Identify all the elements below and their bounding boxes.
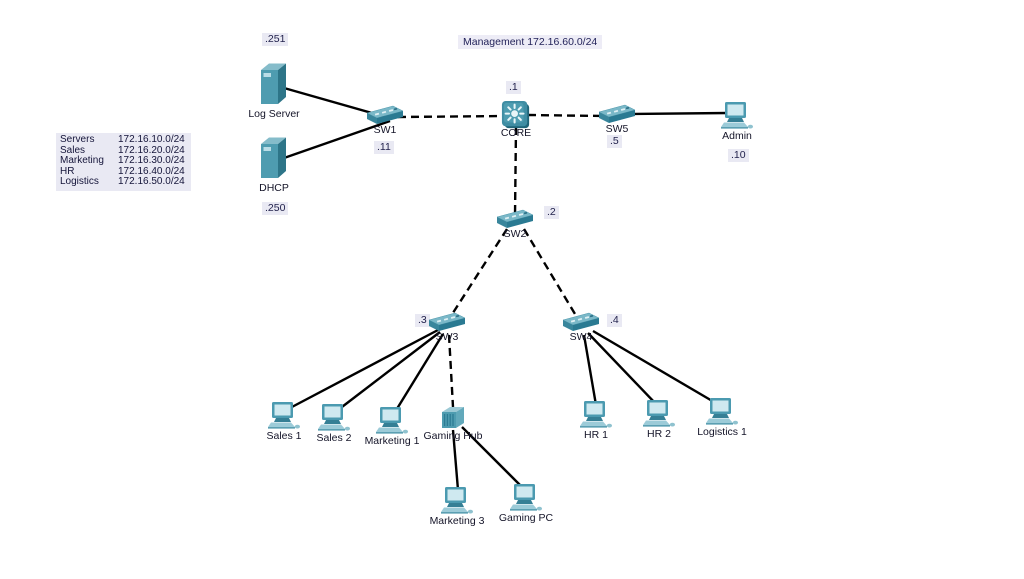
device-label: Logistics 1 (697, 426, 747, 438)
ip-label-sw5: .5 (607, 135, 622, 148)
device-label: HR 1 (584, 429, 608, 441)
link-dhcp-sw1[interactable] (283, 119, 391, 160)
device-label: Marketing 1 (364, 435, 420, 447)
pc-icon (509, 482, 543, 512)
pc-icon (317, 402, 351, 432)
ip-label-admin: .10 (728, 149, 749, 162)
device-label: Admin (722, 130, 752, 142)
device-label: Sales 2 (316, 432, 352, 444)
ip-label-core: .1 (506, 81, 521, 94)
pc-icon (579, 399, 613, 429)
device-label: Log Server (248, 108, 300, 120)
link-sw2-sw3[interactable] (447, 228, 509, 320)
subnet-legend: Servers 172.16.10.0/24 Sales 172.16.20.0… (56, 133, 191, 191)
multilayer-switch-icon (501, 100, 531, 130)
legend-network-name: Sales (60, 144, 86, 156)
device-label: SW3 (435, 331, 459, 343)
device-sw3[interactable]: SW3 (425, 312, 469, 344)
link-sw5-admin[interactable] (629, 111, 729, 116)
legend-network-name: HR (60, 165, 75, 177)
device-marketing3[interactable]: Marketing 3 (427, 485, 487, 528)
device-label: Marketing 3 (429, 515, 485, 527)
legend-subnet: 172.16.40.0/24 (118, 165, 185, 177)
pc-icon (267, 400, 301, 430)
link-sw4-hr2[interactable] (587, 332, 657, 405)
legend-network-name: Marketing (60, 155, 104, 167)
legend-network-name: Logistics (60, 176, 99, 188)
legend-row: Marketing 172.16.30.0/24 (60, 156, 185, 167)
device-label: SW4 (569, 331, 593, 343)
link-sw3-sales2[interactable] (337, 331, 441, 411)
legend-row: HR 172.16.40.0/24 (60, 165, 185, 178)
pc-icon (375, 405, 409, 435)
device-label: SW5 (605, 123, 629, 135)
server-icon (259, 136, 289, 182)
pc-icon (440, 485, 474, 515)
device-gaming-hub[interactable]: Gaming Hub (423, 403, 483, 443)
device-label: Sales 1 (266, 430, 302, 442)
ip-label-log-server: .251 (262, 33, 289, 46)
hub-icon (440, 403, 466, 433)
device-sw4[interactable]: SW4 (559, 312, 603, 344)
legend-row: Logistics 172.16.50.0/24 (60, 177, 185, 188)
pc-icon (720, 100, 754, 130)
device-core[interactable]: CORE (494, 100, 538, 140)
device-sw1[interactable]: SW1 (363, 105, 407, 137)
device-log-server[interactable]: Log Server (246, 62, 302, 121)
ip-label-sw3: .3 (415, 314, 430, 327)
link-core-sw5[interactable] (527, 113, 605, 118)
device-hr2[interactable]: HR 2 (632, 398, 686, 441)
device-gaming-pc[interactable]: Gaming PC (496, 482, 556, 525)
legend-row: Sales 172.16.20.0/24 (60, 144, 185, 157)
ip-label-dhcp: .250 (262, 202, 289, 215)
device-sw5[interactable]: SW5 (595, 104, 639, 136)
ip-label-sw1: .11 (374, 141, 394, 154)
pc-icon (642, 398, 676, 428)
link-sw4-hr1[interactable] (582, 334, 598, 406)
device-label: Gaming PC (498, 512, 554, 524)
link-logserver-sw1[interactable] (283, 86, 387, 119)
management-subnet-note: Management 172.16.60.0/24 (458, 35, 603, 49)
link-hub-marketing3[interactable] (451, 429, 460, 491)
device-admin[interactable]: Admin (715, 100, 759, 143)
link-sw1-core[interactable] (397, 114, 508, 119)
device-label: Gaming Hub (423, 430, 483, 442)
device-label: DHCP (259, 182, 289, 194)
link-sw4-logistics1[interactable] (592, 329, 715, 404)
device-label: SW2 (503, 228, 527, 240)
device-sales2[interactable]: Sales 2 (307, 402, 361, 445)
link-sw3-gaminghub[interactable] (447, 334, 455, 408)
device-dhcp[interactable]: DHCP (246, 136, 302, 195)
device-sales1[interactable]: Sales 1 (257, 400, 311, 443)
device-label: HR 2 (647, 428, 671, 440)
device-marketing1[interactable]: Marketing 1 (362, 405, 422, 448)
legend-subnet: 172.16.10.0/24 (118, 134, 185, 145)
link-sw3-sales1[interactable] (289, 328, 439, 410)
legend-subnet: 172.16.50.0/24 (118, 176, 185, 188)
legend-row: Servers 172.16.10.0/24 (60, 134, 185, 146)
device-label: SW1 (373, 124, 397, 136)
device-sw2[interactable]: SW2 (493, 209, 537, 241)
link-hub-gamingpc[interactable] (461, 426, 523, 488)
link-core-sw2[interactable] (513, 126, 518, 217)
pc-icon (705, 396, 739, 426)
device-logistics1[interactable]: Logistics 1 (692, 396, 752, 439)
legend-subnet: 172.16.30.0/24 (118, 155, 185, 167)
ip-label-sw2: .2 (544, 206, 559, 219)
ip-label-sw4: .4 (607, 314, 622, 327)
link-sw3-marketing1[interactable] (393, 333, 445, 413)
legend-network-name: Servers (60, 134, 95, 145)
link-sw2-sw4[interactable] (522, 228, 580, 320)
device-label: CORE (500, 127, 532, 139)
device-hr1[interactable]: HR 1 (569, 399, 623, 442)
legend-subnet: 172.16.20.0/24 (118, 144, 185, 156)
server-icon (259, 62, 289, 108)
